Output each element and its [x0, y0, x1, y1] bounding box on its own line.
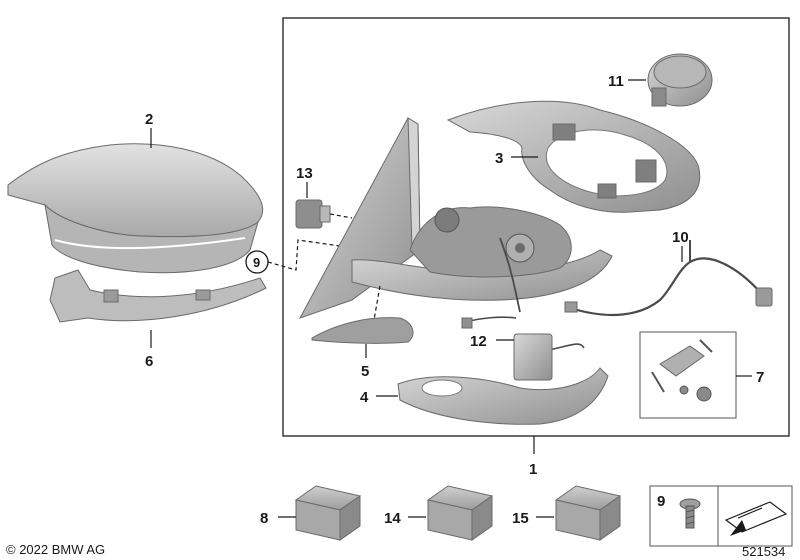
dash-5 [373, 285, 381, 321]
callout-7: 7 [756, 369, 764, 386]
item-9-box [649, 485, 793, 547]
callout-11: 11 [608, 73, 624, 90]
part-fastener-kit[interactable] [651, 339, 713, 402]
callout-9-in-diagram: 9 [253, 255, 260, 270]
part-mirror-cap[interactable] [7, 143, 263, 274]
callout-9-box: 9 [657, 493, 665, 510]
callout-13: 13 [296, 165, 313, 182]
part-connector-13[interactable] [295, 199, 331, 229]
part-bracket-5[interactable] [311, 317, 414, 344]
callout-8: 8 [260, 510, 268, 527]
callout-4: 4 [360, 389, 369, 406]
callout-15: 15 [512, 510, 529, 527]
diagram-id: 521534 [742, 544, 785, 559]
copyright-text: © 2022 BMW AG [6, 542, 105, 557]
part-box-14[interactable] [426, 485, 494, 541]
callout-14: 14 [384, 510, 401, 527]
part-turn-signal[interactable] [49, 269, 267, 323]
assembly-frame [282, 17, 790, 437]
dash-13 [329, 213, 353, 219]
arrow-symbol-icon [724, 501, 788, 536]
part-control-module[interactable] [461, 237, 585, 381]
callout-3: 3 [495, 150, 503, 167]
part-box-15[interactable] [554, 485, 622, 541]
callout-2: 2 [145, 111, 153, 128]
callout-12: 12 [470, 333, 487, 350]
part-mirror-motor[interactable] [409, 206, 572, 278]
part-lower-trim[interactable] [397, 367, 609, 425]
part-screw-9[interactable] [679, 498, 701, 529]
callout-10: 10 [672, 229, 689, 246]
part-inner-frame[interactable] [446, 100, 701, 213]
callout-6: 6 [145, 353, 153, 370]
callout-1: 1 [529, 461, 537, 478]
dash-9 [267, 239, 341, 271]
part-wiring-harness[interactable] [564, 240, 773, 317]
part-motor-11[interactable] [647, 53, 713, 107]
callout-5: 5 [361, 363, 369, 380]
kit-box-7 [639, 331, 737, 419]
part-box-8[interactable] [294, 485, 362, 541]
